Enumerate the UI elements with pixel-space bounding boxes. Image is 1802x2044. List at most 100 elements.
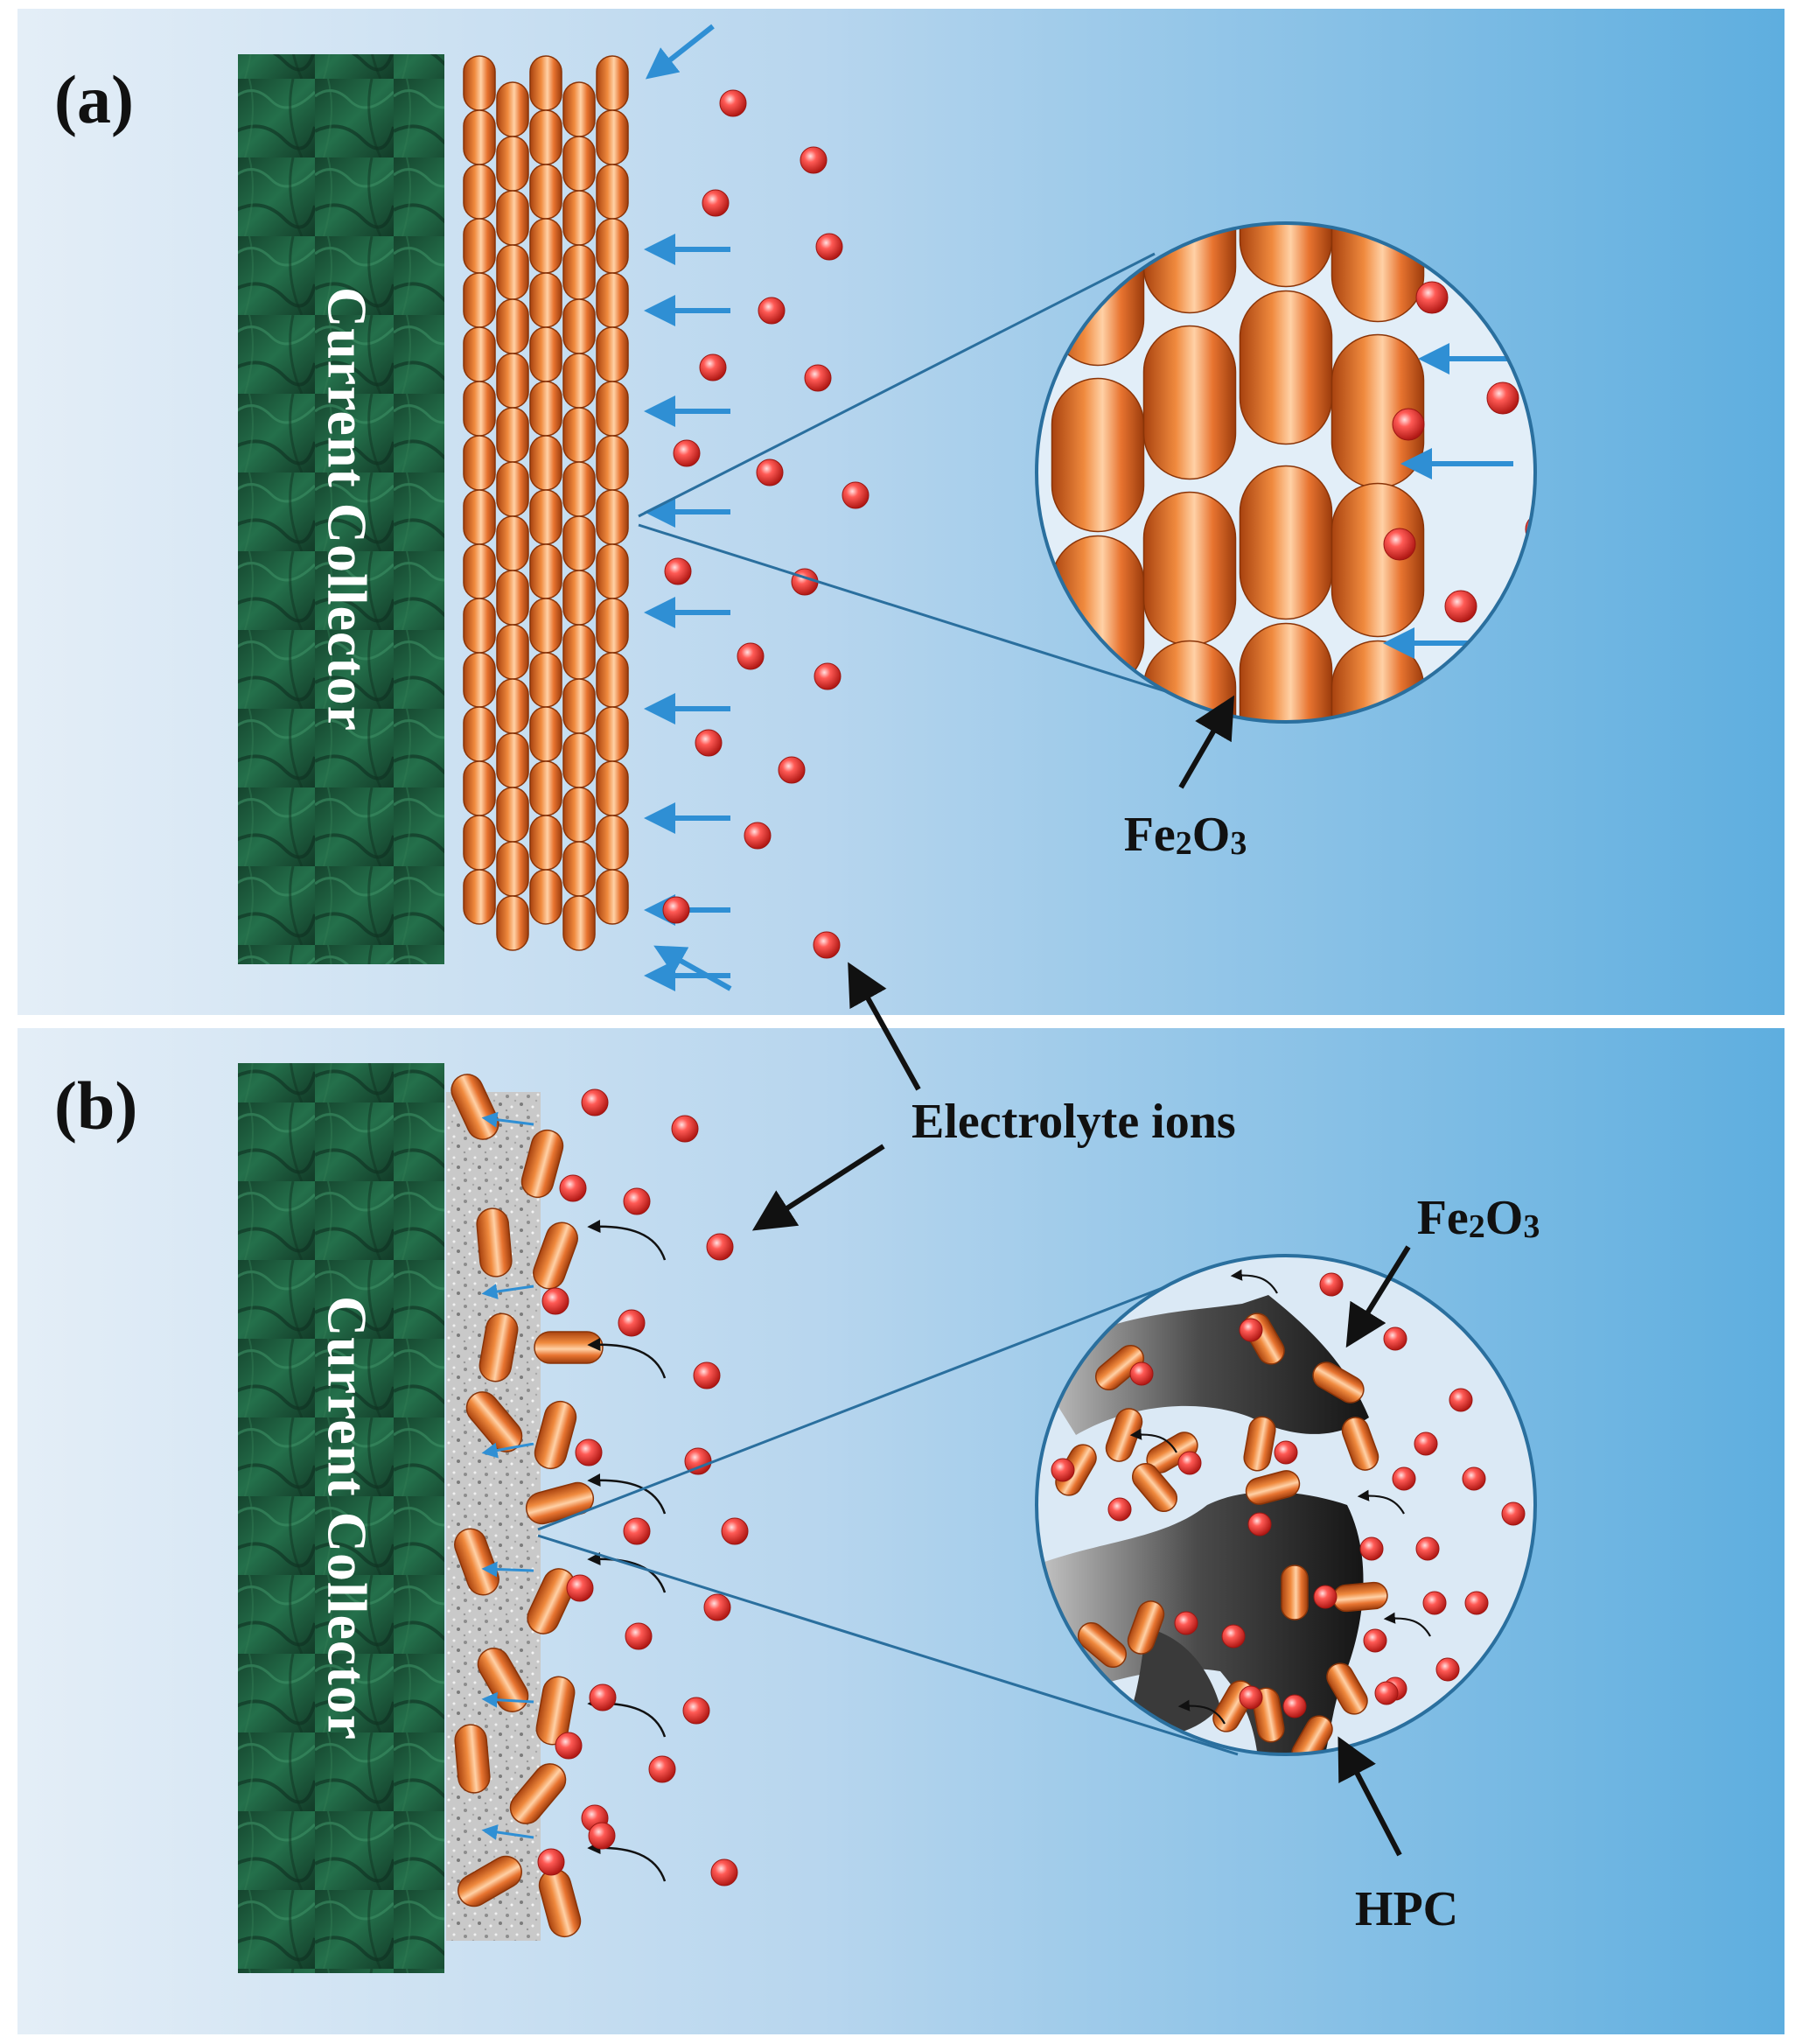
fe2o3-particle (1245, 1470, 1301, 1505)
fe2o3-particle (496, 353, 529, 409)
fe2o3-particle (463, 381, 496, 437)
fe2o3-particle (529, 164, 562, 220)
ion-flow-arrow (481, 1442, 534, 1459)
current-collector-a (238, 54, 444, 964)
electrolyte-ion (625, 1622, 653, 1650)
fe2o3-particles-a (463, 55, 629, 951)
fe2o3-particle (463, 760, 496, 816)
zoom-line-a-bottom (638, 523, 1208, 706)
fe2o3-particle (529, 435, 562, 491)
fe2o3-particle (596, 489, 629, 545)
fe2o3-particle (496, 678, 529, 734)
electrolyte-ion (664, 557, 692, 585)
electrolyte-ion (1247, 1512, 1272, 1536)
fe2o3-particle (520, 1129, 564, 1199)
electrolyte-ion (813, 931, 841, 959)
fe2o3-particle (534, 1331, 604, 1364)
fe2o3-particle (529, 55, 562, 111)
diffusion-arrow (587, 1552, 667, 1593)
electrolyte-ion (1282, 1694, 1307, 1718)
electrolyte-ion (1319, 1272, 1344, 1297)
electrolyte-ion (673, 439, 701, 467)
diffusion-arrow (587, 1338, 667, 1379)
diffusion-arrow (587, 1220, 667, 1261)
fe2o3-particle (596, 869, 629, 925)
electrolyte-ion (1359, 1536, 1384, 1561)
fe2o3-particle (596, 381, 629, 437)
fe2o3-particle (454, 1528, 499, 1596)
electrolyte-ion (537, 1848, 565, 1876)
fe2o3-particle (463, 109, 496, 165)
electrolyte-ion (721, 1517, 749, 1545)
fe2o3-pointer-a (1178, 695, 1235, 789)
ion-flow-arrow (645, 24, 715, 80)
carbon-branch (1037, 1295, 1369, 1435)
fe2o3-particle (529, 272, 562, 328)
fe2o3-particle (1243, 1416, 1276, 1472)
current-collector-a-label: Current Collector (316, 287, 378, 732)
fe2o3-particle (1239, 223, 1333, 288)
electrolyte-ion (1383, 528, 1416, 561)
fe2o3-label-b: Fe2O3 (1417, 1191, 1540, 1245)
fe2o3-particle (509, 1763, 567, 1824)
fe2o3-particle (562, 841, 596, 897)
fe2o3-particle (596, 435, 629, 491)
electrolyte-ion (682, 1697, 710, 1725)
fe2o3-particle (1239, 290, 1333, 445)
hpc-label: HPC (1355, 1882, 1458, 1936)
diffusion-arrow (1230, 1269, 1278, 1294)
fe2o3-particle (529, 218, 562, 274)
fe2o3-particles-b (450, 1074, 604, 1938)
electrolyte-ion (814, 662, 842, 690)
fe2o3-particle (596, 598, 629, 654)
fe2o3-particle (596, 55, 629, 111)
electrolyte-ion (791, 568, 819, 596)
fe2o3-particle (463, 543, 496, 599)
ion-flow-arrow (481, 1111, 534, 1128)
electrolyte-ion (648, 1755, 676, 1783)
electrolyte-ion (695, 729, 723, 757)
fe2o3-particle (463, 435, 496, 491)
fe2o3-particle (463, 55, 496, 111)
ion-flow-arrow (481, 1561, 534, 1578)
electrolyte-ion (702, 189, 730, 217)
ion-flow-arrow (653, 945, 732, 991)
fe2o3-particle (496, 136, 529, 192)
electrolyte-ion (1239, 1318, 1263, 1342)
zoom-circle-a (1035, 221, 1537, 724)
fe2o3-particle (477, 1648, 529, 1712)
fe2o3-particle (496, 732, 529, 788)
fe2o3-particle (596, 164, 629, 220)
electrolyte-ions-label: Electrolyte ions (911, 1095, 1236, 1149)
fe2o3-particle (496, 841, 529, 897)
current-collector-b-label: Current Collector (316, 1296, 378, 1740)
fe2o3-particle (596, 218, 629, 274)
fe2o3-particle (596, 706, 629, 762)
fe2o3-particle (596, 543, 629, 599)
fe2o3-particle (1332, 1581, 1388, 1613)
hpc-pointer (1338, 1736, 1402, 1857)
fe2o3-particle (529, 869, 562, 925)
electrolyte-ion (758, 297, 786, 325)
fe2o3-particle (463, 326, 496, 382)
electrolyte-ion (1501, 1502, 1526, 1526)
fe2o3-particle (529, 598, 562, 654)
fe2o3-particle (562, 515, 596, 571)
diffusion-arrow (587, 1474, 667, 1515)
fe2o3-particle (562, 136, 596, 192)
electrolyte-ion (1486, 382, 1519, 415)
electrolyte-ion (1414, 1432, 1438, 1456)
fe2o3-particle (529, 326, 562, 382)
electrolyte-ion (1363, 1628, 1387, 1653)
fe2o3-particle (562, 407, 596, 463)
fe2o3-particle (596, 272, 629, 328)
electrolyte-pointer-up (848, 962, 921, 1091)
fe2o3-particle (562, 624, 596, 680)
fe2o3-particle (496, 190, 529, 246)
fe2o3-particle (534, 1400, 577, 1470)
fe2o3-particle (496, 244, 529, 300)
fe2o3-particle (1051, 377, 1145, 533)
electrolyte-ion (756, 458, 784, 486)
